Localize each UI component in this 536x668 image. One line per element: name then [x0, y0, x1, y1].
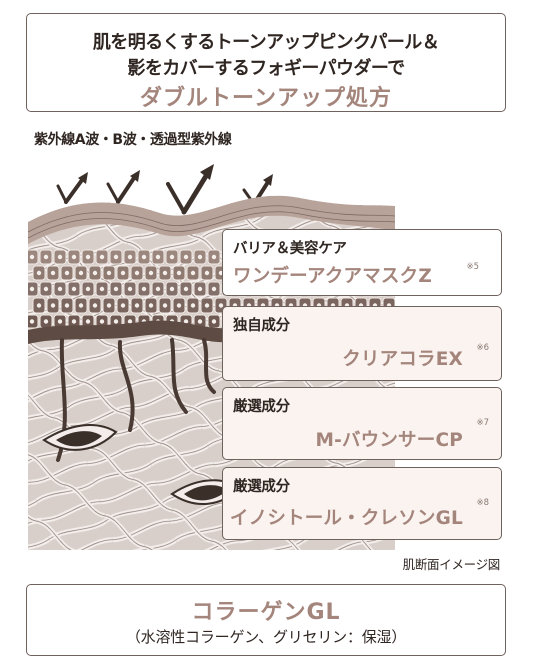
header-line-2: 影をカバーするフォギーパウダーで	[127, 58, 405, 79]
cell-nucleus	[134, 303, 140, 308]
ingredient-category: バリア＆美容ケア	[233, 241, 347, 257]
cell-nucleus	[29, 286, 35, 292]
cell-nucleus	[57, 319, 63, 324]
cell-nucleus	[71, 319, 77, 324]
cell-nucleus	[183, 254, 189, 260]
cell-nucleus	[148, 270, 154, 276]
cell-nucleus	[148, 303, 154, 308]
cell-nucleus	[155, 254, 161, 260]
cell-nucleus	[50, 303, 56, 308]
cell-nucleus	[92, 303, 98, 308]
cell-nucleus	[36, 270, 42, 276]
cell-nucleus	[141, 254, 147, 260]
cell-nucleus	[211, 286, 217, 292]
cell-nucleus	[85, 319, 91, 324]
cell-nucleus	[197, 286, 203, 292]
cell-nucleus	[113, 254, 119, 260]
cell-nucleus	[71, 254, 77, 260]
cell-nucleus	[106, 270, 112, 276]
header-accent: ダブルトーンアップ処方	[140, 86, 392, 111]
cell-nucleus	[211, 319, 217, 324]
ingredient-name: ワンデーアクアマスクZ	[233, 266, 432, 287]
cell-nucleus	[71, 286, 77, 292]
cell-nucleus	[190, 270, 196, 276]
cell-nucleus	[169, 286, 175, 292]
ingredient-category: 独自成分	[233, 318, 290, 334]
cell-nucleus	[197, 319, 203, 324]
ingredient-box-4: 厳選成分 イノシトール・クレソンGL ※8	[222, 467, 502, 540]
cell-nucleus	[92, 270, 98, 276]
footer-box: コラーゲンGL （水溶性コラーゲン、グリセリン：保湿）	[26, 584, 506, 656]
cell-nucleus	[190, 303, 196, 308]
ingredient-note: ※5	[466, 262, 479, 272]
ingredient-note: ※8	[476, 498, 489, 508]
cell-nucleus	[127, 319, 133, 324]
cell-nucleus	[99, 319, 105, 324]
cell-nucleus	[197, 254, 203, 260]
cell-nucleus	[113, 286, 119, 292]
cell-nucleus	[113, 319, 119, 324]
cell-nucleus	[85, 254, 91, 260]
cell-nucleus	[57, 254, 63, 260]
ingredient-name: M-バウンサーCP	[315, 430, 463, 451]
cell-nucleus	[211, 254, 217, 260]
cell-nucleus	[78, 303, 84, 308]
uv-label: 紫外線A波・B波・透過型紫外線	[34, 132, 232, 148]
ingredient-note: ※7	[476, 418, 489, 428]
footer-subtitle: （水溶性コラーゲン、グリセリン：保湿）	[125, 628, 407, 646]
cell-nucleus	[99, 254, 105, 260]
ingredient-category: 厳選成分	[233, 399, 290, 415]
ingredient-box-1: バリア＆美容ケア ワンデーアクアマスクZ ※5	[222, 229, 502, 296]
cell-nucleus	[218, 303, 224, 308]
cell-nucleus	[50, 270, 56, 276]
cell-nucleus	[134, 270, 140, 276]
cell-nucleus	[43, 286, 49, 292]
ingredient-box-3: 厳選成分 M-バウンサーCP ※7	[222, 387, 502, 460]
cell-nucleus	[57, 286, 63, 292]
cell-nucleus	[106, 303, 112, 308]
cell-nucleus	[127, 254, 133, 260]
cell-nucleus	[155, 286, 161, 292]
cell-nucleus	[120, 303, 126, 308]
cell-nucleus	[43, 254, 49, 260]
cell-nucleus	[162, 303, 168, 308]
cell-nucleus	[127, 286, 133, 292]
cell-nucleus	[64, 270, 70, 276]
cell-nucleus	[176, 270, 182, 276]
ingredient-name: クリアコラEX	[342, 349, 463, 370]
cell-nucleus	[99, 286, 105, 292]
header-line-1: 肌を明るくするトーンアップピンクパール＆	[92, 32, 440, 53]
diagram-caption: 肌断面イメージ図	[402, 557, 501, 572]
cell-nucleus	[64, 303, 70, 308]
header-box: 肌を明るくするトーンアップピンクパール＆ 影をカバーするフォギーパウダーで ダブ…	[26, 13, 506, 112]
cell-nucleus	[78, 270, 84, 276]
cell-nucleus	[36, 303, 42, 308]
footer-title: コラーゲンGL	[191, 600, 341, 625]
cell-nucleus	[183, 286, 189, 292]
cell-nucleus	[85, 286, 91, 292]
ingredient-box-2: 独自成分 クリアコラEX ※6	[222, 306, 502, 381]
cell-nucleus	[204, 303, 210, 308]
cell-nucleus	[29, 254, 35, 260]
cell-nucleus	[43, 319, 49, 324]
cell-nucleus	[120, 270, 126, 276]
cell-nucleus	[141, 286, 147, 292]
cell-nucleus	[162, 270, 168, 276]
cell-nucleus	[176, 303, 182, 308]
cell-nucleus	[29, 319, 35, 324]
cell-nucleus	[183, 319, 189, 324]
cell-nucleus	[169, 254, 175, 260]
ingredient-note: ※6	[476, 343, 489, 353]
cell-nucleus	[204, 270, 210, 276]
ingredient-category: 厳選成分	[233, 479, 290, 495]
ingredient-name: イノシトール・クレソンGL	[229, 508, 463, 529]
